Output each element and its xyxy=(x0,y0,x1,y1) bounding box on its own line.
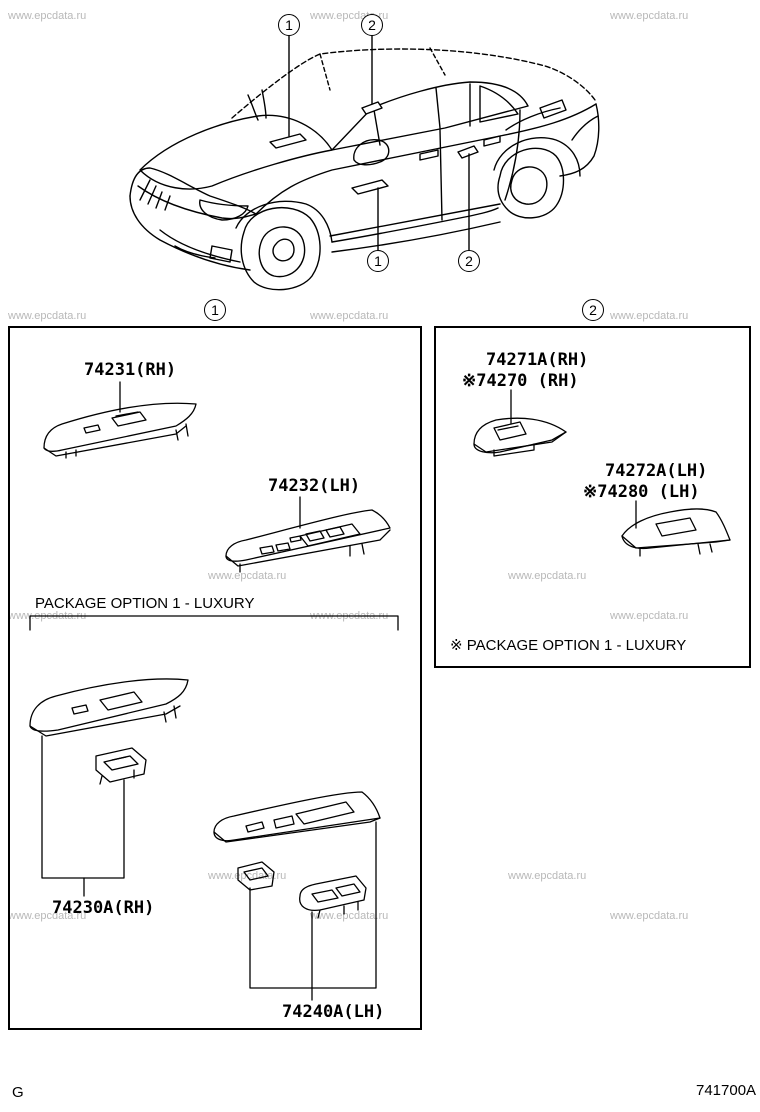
callout-2-bottom: 2 xyxy=(458,250,480,272)
panel-1-frame xyxy=(8,326,422,1030)
watermark: www.epcdata.ru xyxy=(8,10,87,22)
watermark: www.epcdata.ru xyxy=(508,570,587,582)
footer-left: G xyxy=(12,1084,24,1101)
switch-panel-74240a xyxy=(213,791,381,842)
watermark: www.epcdata.ru xyxy=(310,910,389,922)
watermark: www.epcdata.ru xyxy=(610,310,689,322)
car-illustration xyxy=(129,35,600,291)
package-option-label: PACKAGE OPTION 1 - LUXURY xyxy=(35,595,255,612)
watermark: www.epcdata.ru xyxy=(8,310,87,322)
watermark: www.epcdata.ru xyxy=(310,310,389,322)
switch-panel-74230a xyxy=(29,678,189,732)
panel-1-callout: 1 xyxy=(204,299,226,321)
part-74231-label: 74231(RH) xyxy=(84,360,177,380)
callout-1-top: 1 xyxy=(278,14,300,36)
panel-2-frame xyxy=(434,326,751,668)
footer-code: 741700A xyxy=(696,1082,757,1099)
part-74230a-label: 74230A(RH) xyxy=(52,898,155,918)
switch-panel-74271a xyxy=(473,417,567,454)
switch-module-74240a-small xyxy=(237,861,275,891)
part-74270-label: ※74270 (RH) xyxy=(462,371,579,391)
switch-panel-74232 xyxy=(225,509,391,562)
part-74280-label: ※74280 (LH) xyxy=(583,482,700,502)
part-74272a-label: 74272A(LH) xyxy=(605,461,708,481)
watermark: www.epcdata.ru xyxy=(610,10,689,22)
panel-2-callout: 2 xyxy=(582,299,604,321)
switch-module-74240a-large xyxy=(299,875,367,912)
watermark: www.epcdata.ru xyxy=(8,910,87,922)
part-74240a-label: 74240A(LH) xyxy=(282,1002,385,1022)
watermark: www.epcdata.ru xyxy=(208,570,287,582)
watermark: www.epcdata.ru xyxy=(508,870,587,882)
callout-1-bottom: 1 xyxy=(367,250,389,272)
switch-panel-74231 xyxy=(43,402,197,452)
part-74232-label: 74232(LH) xyxy=(268,476,361,496)
watermark: www.epcdata.ru xyxy=(610,910,689,922)
switch-module-74230a xyxy=(95,747,147,783)
watermark: www.epcdata.ru xyxy=(610,610,689,622)
callout-2-top: 2 xyxy=(361,14,383,36)
package-option-note: ※ PACKAGE OPTION 1 - LUXURY xyxy=(450,637,687,654)
part-74271a-label: 74271A(RH) xyxy=(486,350,589,370)
